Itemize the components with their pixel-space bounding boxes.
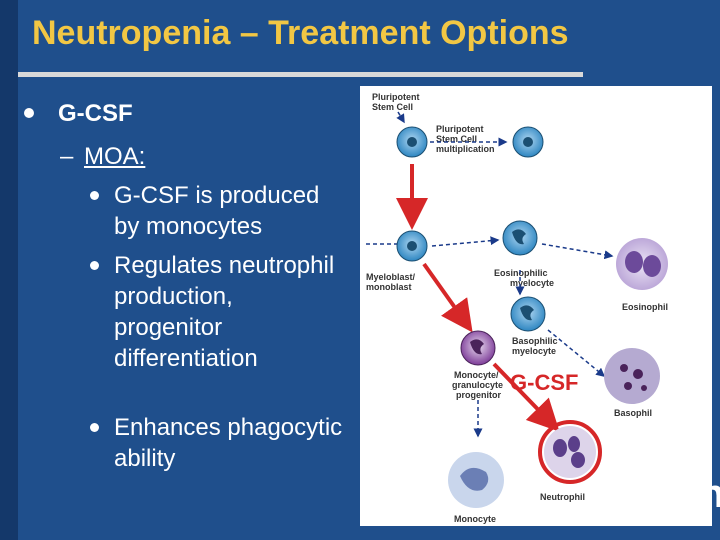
bullet-dot-icon <box>90 261 99 270</box>
basophil-granule-icon <box>633 369 643 379</box>
neutrophil-lobe-icon <box>568 436 580 452</box>
bullet-gcsf-text: G-CSF <box>58 100 133 127</box>
bullet-dash: – <box>60 143 74 170</box>
bullet-dot-icon <box>90 191 99 200</box>
basophil-granule-icon <box>641 385 647 391</box>
eosinophil-lobe-icon <box>625 251 643 273</box>
neutrophil-lobe-icon <box>571 452 585 468</box>
label-eosinophil: Eosinophil <box>622 302 668 312</box>
neutrophil-cell-icon <box>544 426 596 478</box>
arrow-to-eosinophil <box>541 243 614 260</box>
label-stem-cell-multiplication: Pluripotent Stem Cell multiplication <box>436 124 495 154</box>
eosinophil-lobe-icon <box>643 255 661 277</box>
label-progenitor: Monocyte/ granulocyte progenitor <box>452 370 506 400</box>
highlight-arrow-to-progenitor <box>422 262 473 333</box>
label-basophilic-myelocyte: Basophilic myelocyte <box>512 336 560 356</box>
cropped-edge-text: n <box>700 472 720 516</box>
basophil-cell-icon <box>604 348 660 404</box>
neutrophil-lobe-icon <box>553 439 567 457</box>
basophil-granule-icon <box>620 364 628 372</box>
arrow-to-eos-myelocyte <box>431 236 500 247</box>
slide-title: Neutropenia – Treatment Options <box>32 14 569 52</box>
bullet-moa-text: MOA: <box>84 143 146 170</box>
neutrophil-highlight-ring <box>538 420 602 484</box>
bullet-dot-icon <box>24 108 34 118</box>
arrow-to-basophil <box>547 329 606 377</box>
sub-bullet-phagocytic-text: Enhances phagocytic ability <box>114 414 343 472</box>
baso-myelocyte-nucleus-icon <box>520 305 534 321</box>
hematopoiesis-diagram: Pluripotent Stem Cell Pluripotent Stem C… <box>360 86 712 526</box>
sub-bullet-regulates-text: Regulates neutrophil production, progeni… <box>114 252 335 372</box>
eos-myelocyte-nucleus-icon <box>512 229 526 245</box>
left-accent-bar <box>0 0 18 540</box>
arrow-stem-down <box>396 111 405 124</box>
label-pluripotent-stem-cell: Pluripotent Stem Cell <box>372 92 422 112</box>
sub-bullet-produced-text: G-CSF is produced by monocytes <box>114 182 320 240</box>
stem-cell-nucleus-icon <box>407 137 417 147</box>
label-neutrophil: Neutrophil <box>540 492 585 502</box>
highlight-arrow-to-neutrophil <box>492 362 560 432</box>
progenitor-nucleus-icon <box>470 339 484 355</box>
bullet-dot-icon <box>90 423 99 432</box>
hematopoiesis-svg: Pluripotent Stem Cell Pluripotent Stem C… <box>366 92 668 524</box>
stem-cell-nucleus-icon <box>523 137 533 147</box>
myeloblast-nucleus-icon <box>407 241 417 251</box>
monocyte-nucleus-icon <box>460 467 489 491</box>
basophil-granule-icon <box>624 382 632 390</box>
label-myeloblast: Myeloblast/ monoblast <box>366 272 418 292</box>
label-basophil: Basophil <box>614 408 652 418</box>
title-underline-rule <box>18 72 583 77</box>
label-monocyte: Monocyte <box>454 514 496 524</box>
label-eosinophilic-myelocyte: Eosinophilic myelocyte <box>494 268 554 288</box>
